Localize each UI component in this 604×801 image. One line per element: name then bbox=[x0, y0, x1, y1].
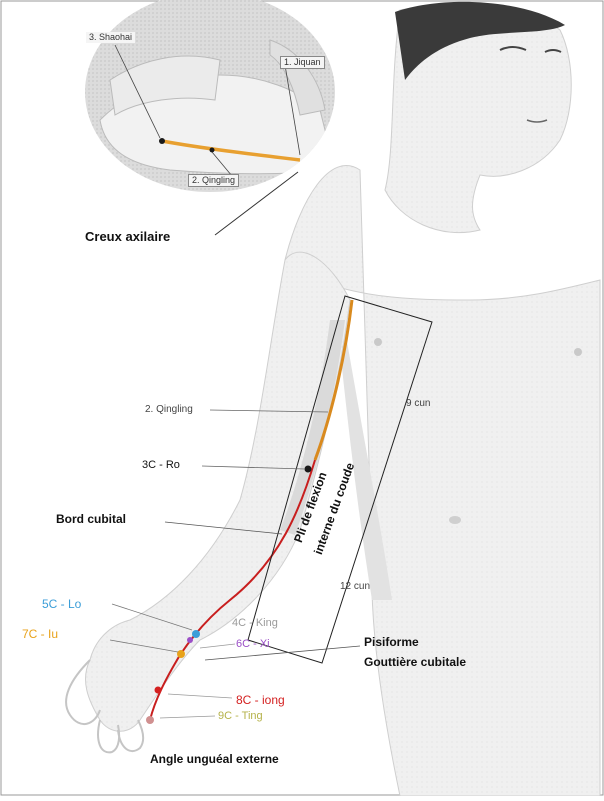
label-ro: 3C - Ro bbox=[142, 460, 180, 471]
inset-label-jiquan: 1. Jiquan bbox=[280, 56, 325, 69]
label-12-cun: 12 cun bbox=[340, 582, 370, 592]
point-xi bbox=[187, 637, 193, 643]
label-9-cun: 9 cun bbox=[406, 399, 430, 409]
point-iu bbox=[177, 650, 185, 658]
inset-point-qingling bbox=[210, 148, 215, 153]
label-creux-axillaire: Creux axilaire bbox=[85, 230, 170, 243]
point-lo bbox=[192, 630, 200, 638]
point-ro bbox=[305, 466, 312, 473]
label-xi: 6C - Xi bbox=[236, 639, 270, 650]
label-qingling: 2. Qingling bbox=[145, 405, 193, 415]
nipple-right bbox=[574, 348, 582, 356]
inset-label-qingling: 2. Qingling bbox=[188, 174, 239, 187]
label-ting: 9C - Ting bbox=[218, 711, 263, 722]
label-iu: 7C - Iu bbox=[22, 628, 58, 640]
inset-label-shaohai: 3. Shaohai bbox=[86, 32, 135, 43]
nipple-left bbox=[374, 338, 382, 346]
label-iong: 8C - iong bbox=[236, 694, 285, 706]
point-ting bbox=[146, 716, 154, 724]
label-pisiforme: Pisiforme bbox=[364, 636, 419, 648]
label-angle-ungueal: Angle unguéal externe bbox=[150, 753, 279, 765]
label-king: 4C - King bbox=[232, 618, 278, 629]
navel bbox=[449, 516, 461, 524]
label-bord-cubital: Bord cubital bbox=[56, 513, 126, 525]
label-lo: 5C - Lo bbox=[42, 598, 81, 610]
label-gouttiere: Gouttière cubitale bbox=[364, 656, 466, 668]
inset-point-shaohai bbox=[159, 138, 165, 144]
point-iong bbox=[155, 687, 162, 694]
